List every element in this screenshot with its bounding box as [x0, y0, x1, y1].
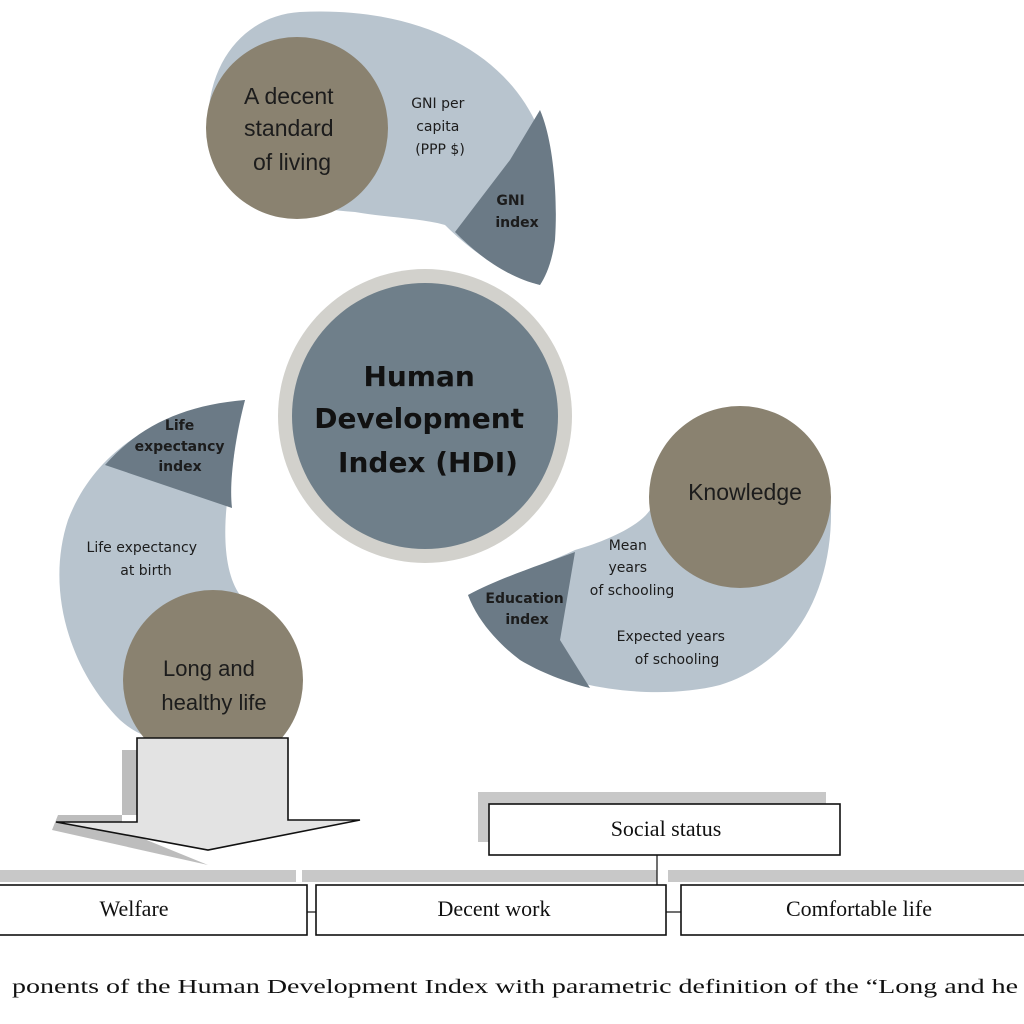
decent-work-shadow: [302, 870, 657, 882]
svg-text:Mean years of scho: Mean years of schooling: [590, 538, 674, 599]
knowledge-indicator2-line1: Expected years: [617, 629, 725, 645]
health-index-segment: [105, 400, 245, 508]
arrow-body: [55, 737, 361, 851]
living-title-line3: of living: [253, 149, 331, 175]
health-index-line3: index: [158, 459, 201, 475]
knowledge-index-line2: index: [505, 612, 548, 628]
health-swirl: Life expectancy index Life expectancy at…: [59, 400, 303, 770]
living-indicator-line3: (PPP $): [415, 142, 465, 158]
living-index-line1: GNI: [496, 193, 524, 209]
social-status-label: Social status: [611, 816, 722, 841]
svg-text:Education index: Education index: [485, 591, 568, 628]
knowledge-title: Knowledge: [688, 479, 802, 505]
health-title-line2: healthy life: [161, 690, 266, 715]
svg-text:Long and healthy life: Long and healthy life: [161, 656, 266, 715]
social-status-shadow-side: [478, 792, 490, 842]
health-title-line1: Long and: [163, 656, 255, 681]
living-title-line2: standard: [244, 115, 334, 141]
comfortable-life-shadow: [668, 870, 1024, 882]
welfare-shadow: [0, 870, 296, 882]
svg-text:GNI per capita (PP: GNI per capita (PPP $): [411, 96, 469, 158]
welfare-box: [0, 884, 308, 936]
knowledge-indicator1-line1: Mean: [609, 538, 647, 554]
svg-text:Expected years of school: Expected years of schooling: [617, 629, 730, 668]
knowledge-swirl: Knowledge Mean years of schooling Expect…: [468, 406, 832, 693]
knowledge-index-line1: Education: [485, 591, 563, 607]
knowledge-circle: [649, 406, 831, 588]
living-indicator-line2: capita: [416, 119, 459, 135]
living-indicator-line1: GNI per: [411, 96, 464, 112]
living-index-line2: index: [495, 215, 538, 231]
hub-line3: Index (HDI): [338, 446, 518, 479]
knowledge-indicator1-line2: years: [609, 560, 648, 576]
svg-text:Life expectancy at birth: Life expectancy at birth: [87, 540, 202, 579]
hdi-hub: Human Development Index (HDI): [278, 269, 572, 563]
hub-line1: Human: [363, 360, 474, 393]
health-indicator-line1: Life expectancy: [87, 540, 197, 556]
living-title-line1: A decent: [244, 83, 334, 109]
knowledge-indicator1-line3: of schooling: [590, 583, 674, 599]
svg-text:Human Development: Human Development Index (HDI): [314, 360, 534, 479]
figure-caption: ponents of the Human Development Index w…: [12, 976, 1018, 998]
health-indicator-line2: at birth: [120, 563, 171, 579]
health-circle: [123, 590, 303, 770]
welfare-label: Welfare: [99, 896, 168, 921]
living-index-segment: [455, 110, 556, 285]
decent-work-box: [315, 884, 667, 936]
decent-work-label: Decent work: [437, 896, 550, 921]
svg-text:A decent standard: A decent standard of living: [244, 83, 340, 175]
hub-core: [292, 283, 558, 549]
outcome-boxes: Social status Welfare Decent work Comfor…: [0, 792, 1024, 936]
svg-text:GNI index: GNI index: [495, 193, 538, 231]
hub-line2: Development: [314, 402, 524, 435]
comfortable-life-label: Comfortable life: [786, 896, 932, 921]
living-swirl: A decent standard of living GNI per capi…: [206, 11, 556, 285]
down-arrow: [52, 737, 361, 865]
social-status-box: [488, 803, 841, 856]
comfortable-life-box: [680, 884, 1024, 936]
svg-text:Life expectancy in: Life expectancy index: [135, 418, 230, 475]
arrow-shadow: [52, 750, 208, 865]
living-circle: [206, 37, 388, 219]
knowledge-index-segment: [468, 552, 590, 688]
health-index-line1: Life: [165, 418, 194, 434]
knowledge-indicator2-line2: of schooling: [635, 652, 719, 668]
health-index-line2: expectancy: [135, 439, 225, 455]
